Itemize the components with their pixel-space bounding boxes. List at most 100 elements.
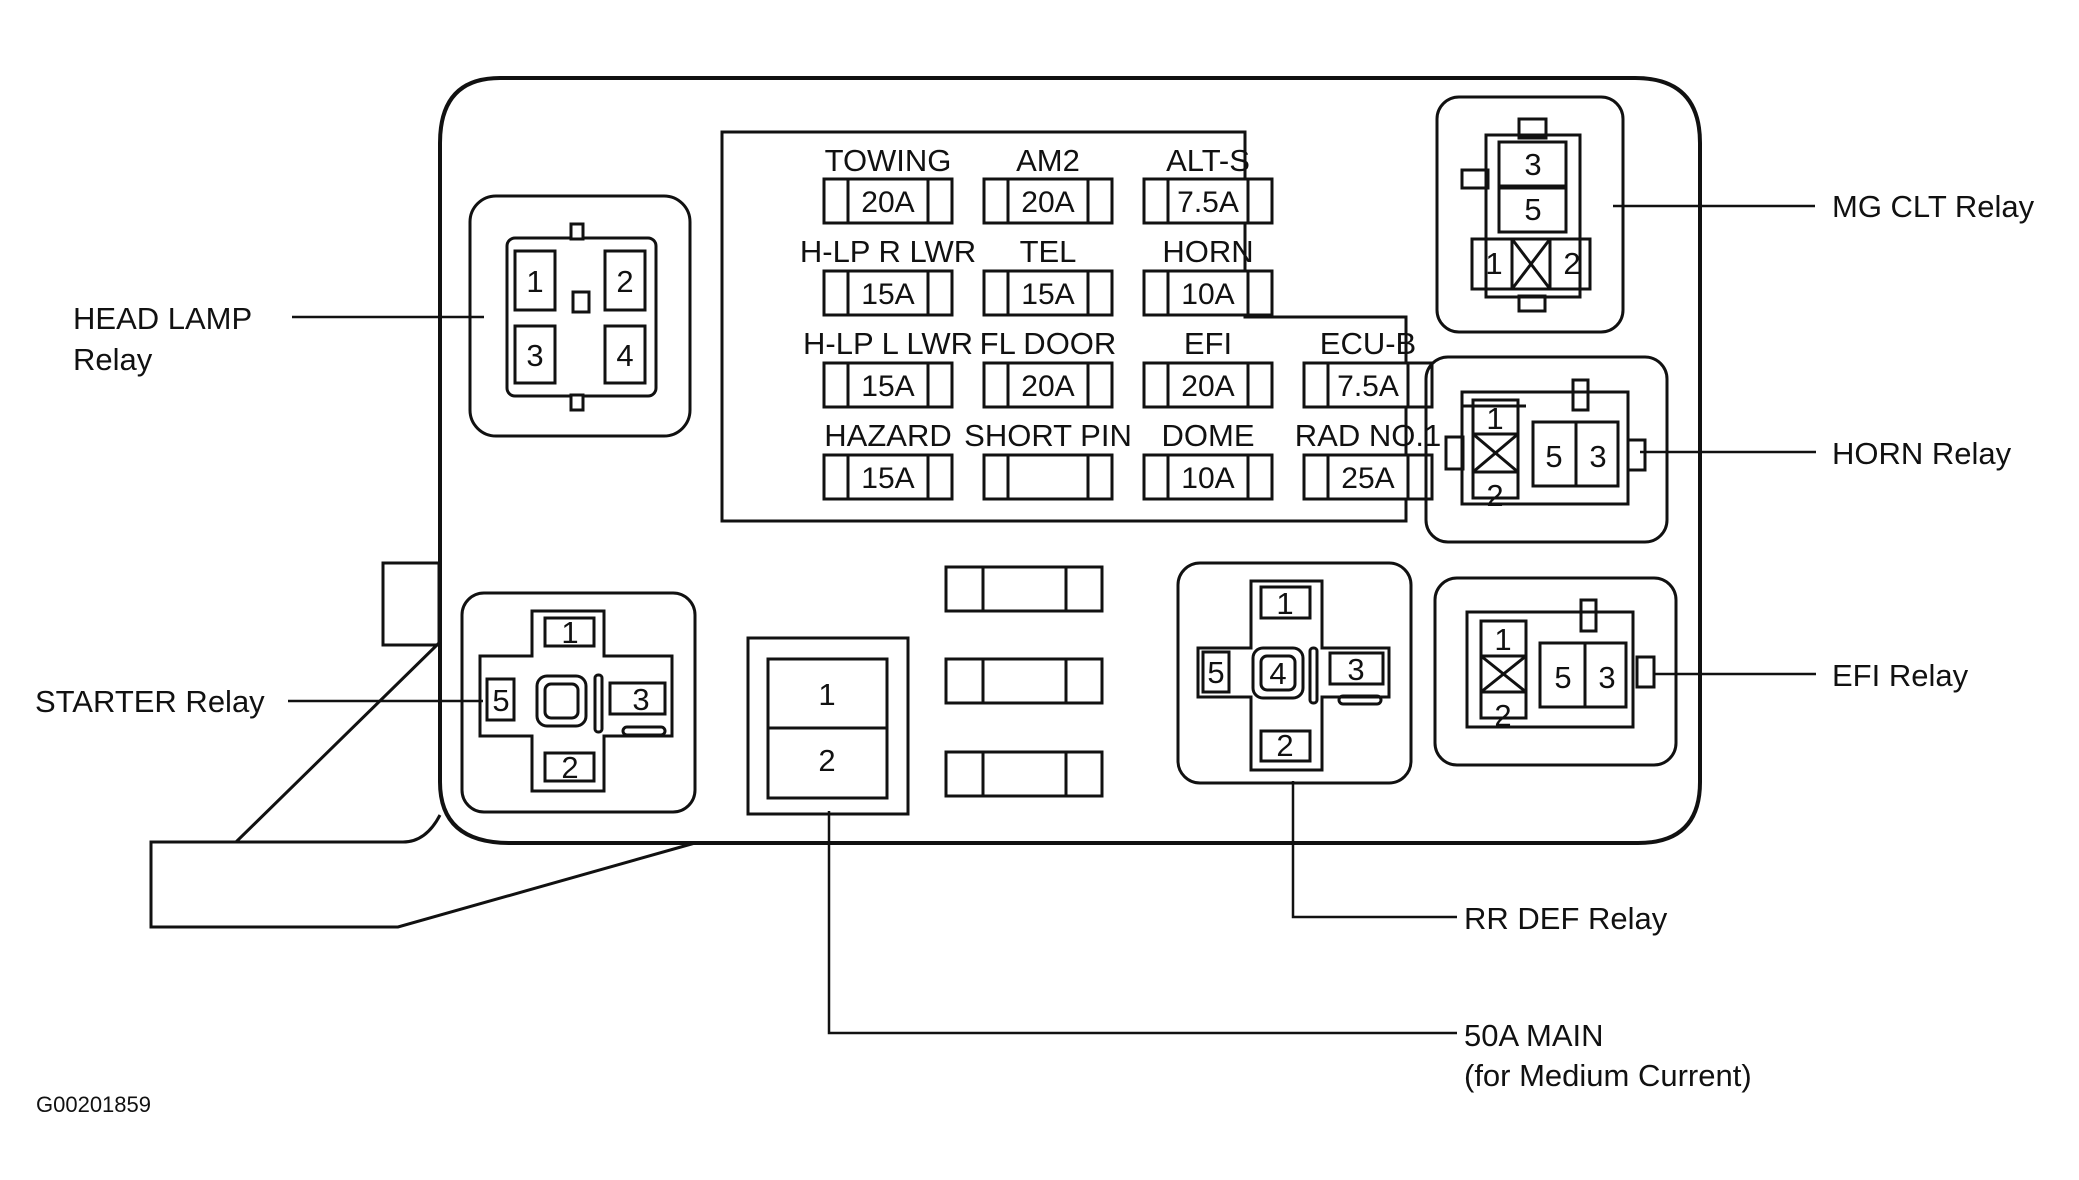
fuse-name: H-LP L LWR — [803, 326, 973, 361]
fuse-name: AM2 — [1016, 143, 1080, 178]
fuse-rating: 25A — [1341, 462, 1394, 495]
efi-relay[interactable]: 1 2 5 3 — [1433, 576, 1678, 767]
horn-pin-5: 5 — [1545, 439, 1562, 474]
fuse-rating: 15A — [1021, 278, 1074, 311]
fuse-rating: 15A — [861, 278, 914, 311]
fuse-name: DOME — [1162, 418, 1255, 453]
rr-def-pin-5: 5 — [1207, 655, 1224, 690]
fuse-slot[interactable]: DOME 10A — [1142, 418, 1274, 501]
starter-relay[interactable]: 1 5 3 2 — [460, 591, 697, 814]
fuse-rating: 20A — [861, 186, 914, 219]
rr-def-pin-2: 2 — [1276, 728, 1293, 763]
fuse-slot[interactable]: RAD NO.1 25A — [1295, 418, 1441, 501]
fuse-body — [982, 453, 1114, 501]
rr-def-pin-1: 1 — [1276, 586, 1293, 621]
housing-bracket-edge — [236, 814, 442, 844]
fuse-name: SHORT PIN — [964, 418, 1132, 453]
head-lamp-label-relay: Relay — [73, 342, 153, 377]
fuse-name: TOWING — [825, 143, 952, 178]
horn-pin-3: 3 — [1589, 439, 1606, 474]
fuse-slot[interactable]: EFI 20A — [1142, 326, 1274, 409]
main-fuse-sublabel: (for Medium Current) — [1464, 1058, 1752, 1093]
fuse-box-housing — [149, 76, 1702, 929]
fuse-name: HAZARD — [824, 418, 951, 453]
fuse-body — [982, 269, 1114, 317]
starter-pin-5: 5 — [492, 683, 509, 718]
spare-fuse-slot[interactable] — [944, 657, 1104, 705]
efi-relay-pin-3: 3 — [1598, 660, 1615, 695]
fuse-rating: 10A — [1181, 462, 1234, 495]
fuse-body — [982, 177, 1114, 225]
leader-main-fuse — [827, 811, 1457, 1035]
mg-clt-relay[interactable]: 3 5 1 2 — [1435, 95, 1625, 334]
housing-bracket — [149, 640, 696, 929]
head-lamp-pin-4: 4 — [616, 338, 633, 373]
fuse-slot[interactable]: ALT-S 7.5A — [1142, 143, 1274, 225]
head-lamp-pin-3: 3 — [526, 338, 543, 373]
fuse-slot[interactable]: H-LP R LWR 15A — [800, 234, 976, 317]
fuse-panel — [720, 130, 1408, 523]
main-fuse-pin-1: 1 — [818, 677, 835, 712]
fuse-rating: 7.5A — [1177, 186, 1239, 219]
mg-clt-pin-5: 5 — [1524, 192, 1541, 227]
fuse-name: EFI — [1184, 326, 1232, 361]
fuse-name: ECU-B — [1320, 326, 1416, 361]
fuse-slot[interactable]: FL DOOR 20A — [980, 326, 1117, 409]
efi-relay-pin-2: 2 — [1494, 698, 1511, 733]
main-fuse-label: 50A MAIN — [1464, 1018, 1604, 1053]
head-lamp-relay[interactable]: 1 2 3 4 — [468, 194, 692, 438]
fuse-body — [1142, 361, 1274, 409]
fuse-rating: 10A — [1181, 278, 1234, 311]
fuse-slot[interactable]: HORN 10A — [1142, 234, 1274, 317]
fuse-name: ALT-S — [1166, 143, 1250, 178]
starter-pin-1: 1 — [561, 615, 578, 650]
mg-clt-pin-2: 2 — [1563, 246, 1580, 281]
fuse-name: FL DOOR — [980, 326, 1117, 361]
fuse-rating: 20A — [1021, 186, 1074, 219]
fuse-name: H-LP R LWR — [800, 234, 976, 269]
fuse-rating: 20A — [1181, 370, 1234, 403]
fuse-body — [982, 361, 1114, 409]
head-lamp-pin-2: 2 — [616, 264, 633, 299]
horn-relay[interactable]: 1 2 5 3 — [1424, 355, 1669, 544]
efi-relay-pin-1: 1 — [1494, 622, 1511, 657]
fuse-slot[interactable]: TOWING 20A — [822, 143, 954, 225]
spare-fuse-slots — [944, 565, 1104, 798]
rr-def-relay[interactable]: 1 5 4 3 2 — [1176, 561, 1413, 785]
fuse-body — [1302, 361, 1434, 409]
fuse-body — [1142, 453, 1274, 501]
main-fuse-pin-2: 2 — [818, 743, 835, 778]
fuse-rating: 15A — [861, 462, 914, 495]
horn-pin-2: 2 — [1486, 478, 1503, 513]
horn-relay-label: HORN Relay — [1832, 436, 2012, 471]
fuse-name: HORN — [1162, 234, 1253, 269]
fuse-body — [1142, 177, 1274, 225]
rr-def-pin-3: 3 — [1347, 652, 1364, 687]
fuse-slot[interactable]: SHORT PIN — [964, 418, 1132, 501]
fuse-slot[interactable]: ECU-B7.5A — [1302, 326, 1434, 409]
main-fuse-50a[interactable]: 1 2 — [746, 636, 910, 816]
head-lamp-pin-1: 1 — [526, 264, 543, 299]
fuse-body — [822, 269, 954, 317]
starter-pin-3: 3 — [632, 682, 649, 717]
fuse-slot[interactable]: HAZARD 15A — [822, 418, 954, 501]
horn-pin-1: 1 — [1486, 401, 1503, 436]
housing-tab — [381, 561, 441, 647]
mg-clt-pin-3: 3 — [1524, 147, 1541, 182]
fuse-name: RAD NO.1 — [1295, 418, 1441, 453]
head-lamp-label: HEAD LAMP — [73, 301, 252, 336]
fuse-rating: 20A — [1021, 370, 1074, 403]
spare-fuse-slot[interactable] — [944, 750, 1104, 798]
spare-fuse-slot[interactable] — [944, 565, 1104, 613]
leader-rr-def — [1291, 781, 1457, 919]
fuse-body — [822, 361, 954, 409]
mg-clt-relay-label: MG CLT Relay — [1832, 189, 2035, 224]
efi-relay-pin-5: 5 — [1554, 660, 1571, 695]
mg-clt-pin-1: 1 — [1485, 246, 1502, 281]
fuse-body — [822, 177, 954, 225]
